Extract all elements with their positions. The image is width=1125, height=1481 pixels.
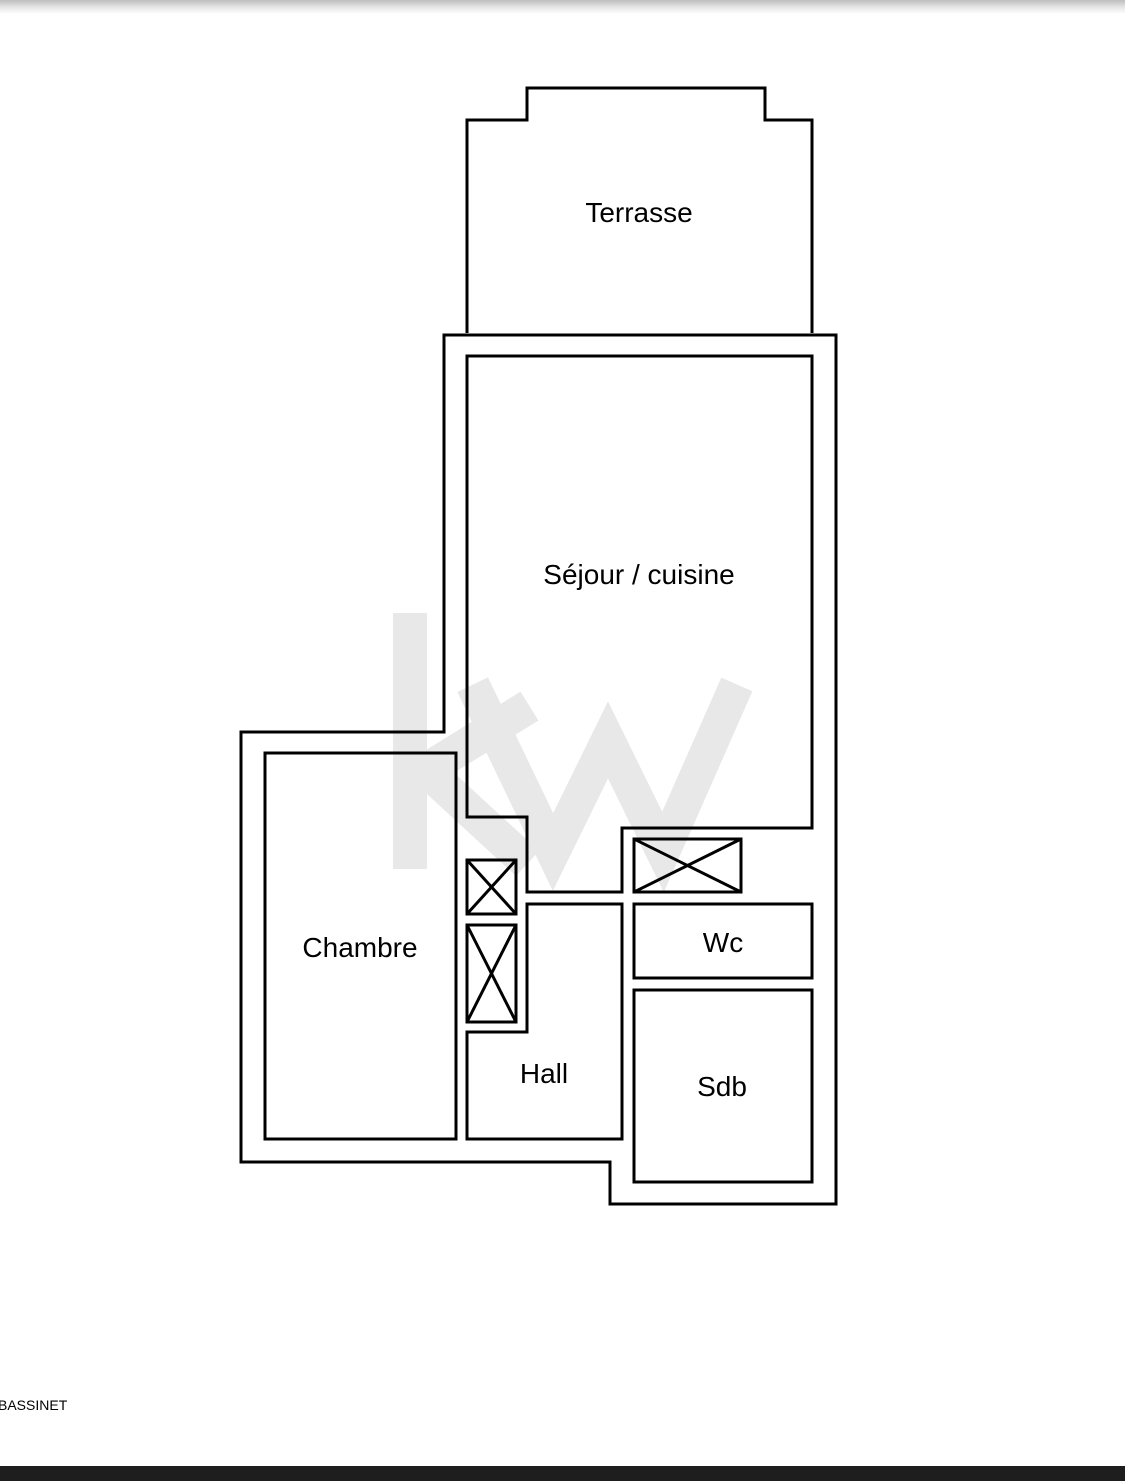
kw-watermark-logo [393, 613, 753, 893]
sdb-label: Sdb [697, 1071, 747, 1102]
building-outer-wall [239, 333, 838, 1206]
duct-wide-right [632, 837, 743, 894]
bottom-bar [0, 1466, 1125, 1481]
chambre-label: Chambre [302, 932, 417, 963]
hall-room-outline [465, 902, 624, 1141]
watermark-w [457, 677, 753, 893]
duct-small-left [465, 858, 518, 916]
sejour-room-outline [465, 354, 814, 894]
wc-room-outline [632, 902, 814, 980]
top-shadow [0, 0, 1125, 14]
sejour-label: Séjour / cuisine [543, 559, 734, 590]
duct-tall-left [465, 923, 518, 1024]
sdb-room-outline [632, 988, 814, 1184]
chambre-room-outline [263, 751, 458, 1141]
wc-label: Wc [703, 927, 743, 958]
hall-label: Hall [520, 1058, 568, 1089]
agent-credit: BASSINET [0, 1397, 68, 1413]
terrasse-outline [465, 86, 814, 333]
terrasse-label: Terrasse [585, 197, 692, 228]
